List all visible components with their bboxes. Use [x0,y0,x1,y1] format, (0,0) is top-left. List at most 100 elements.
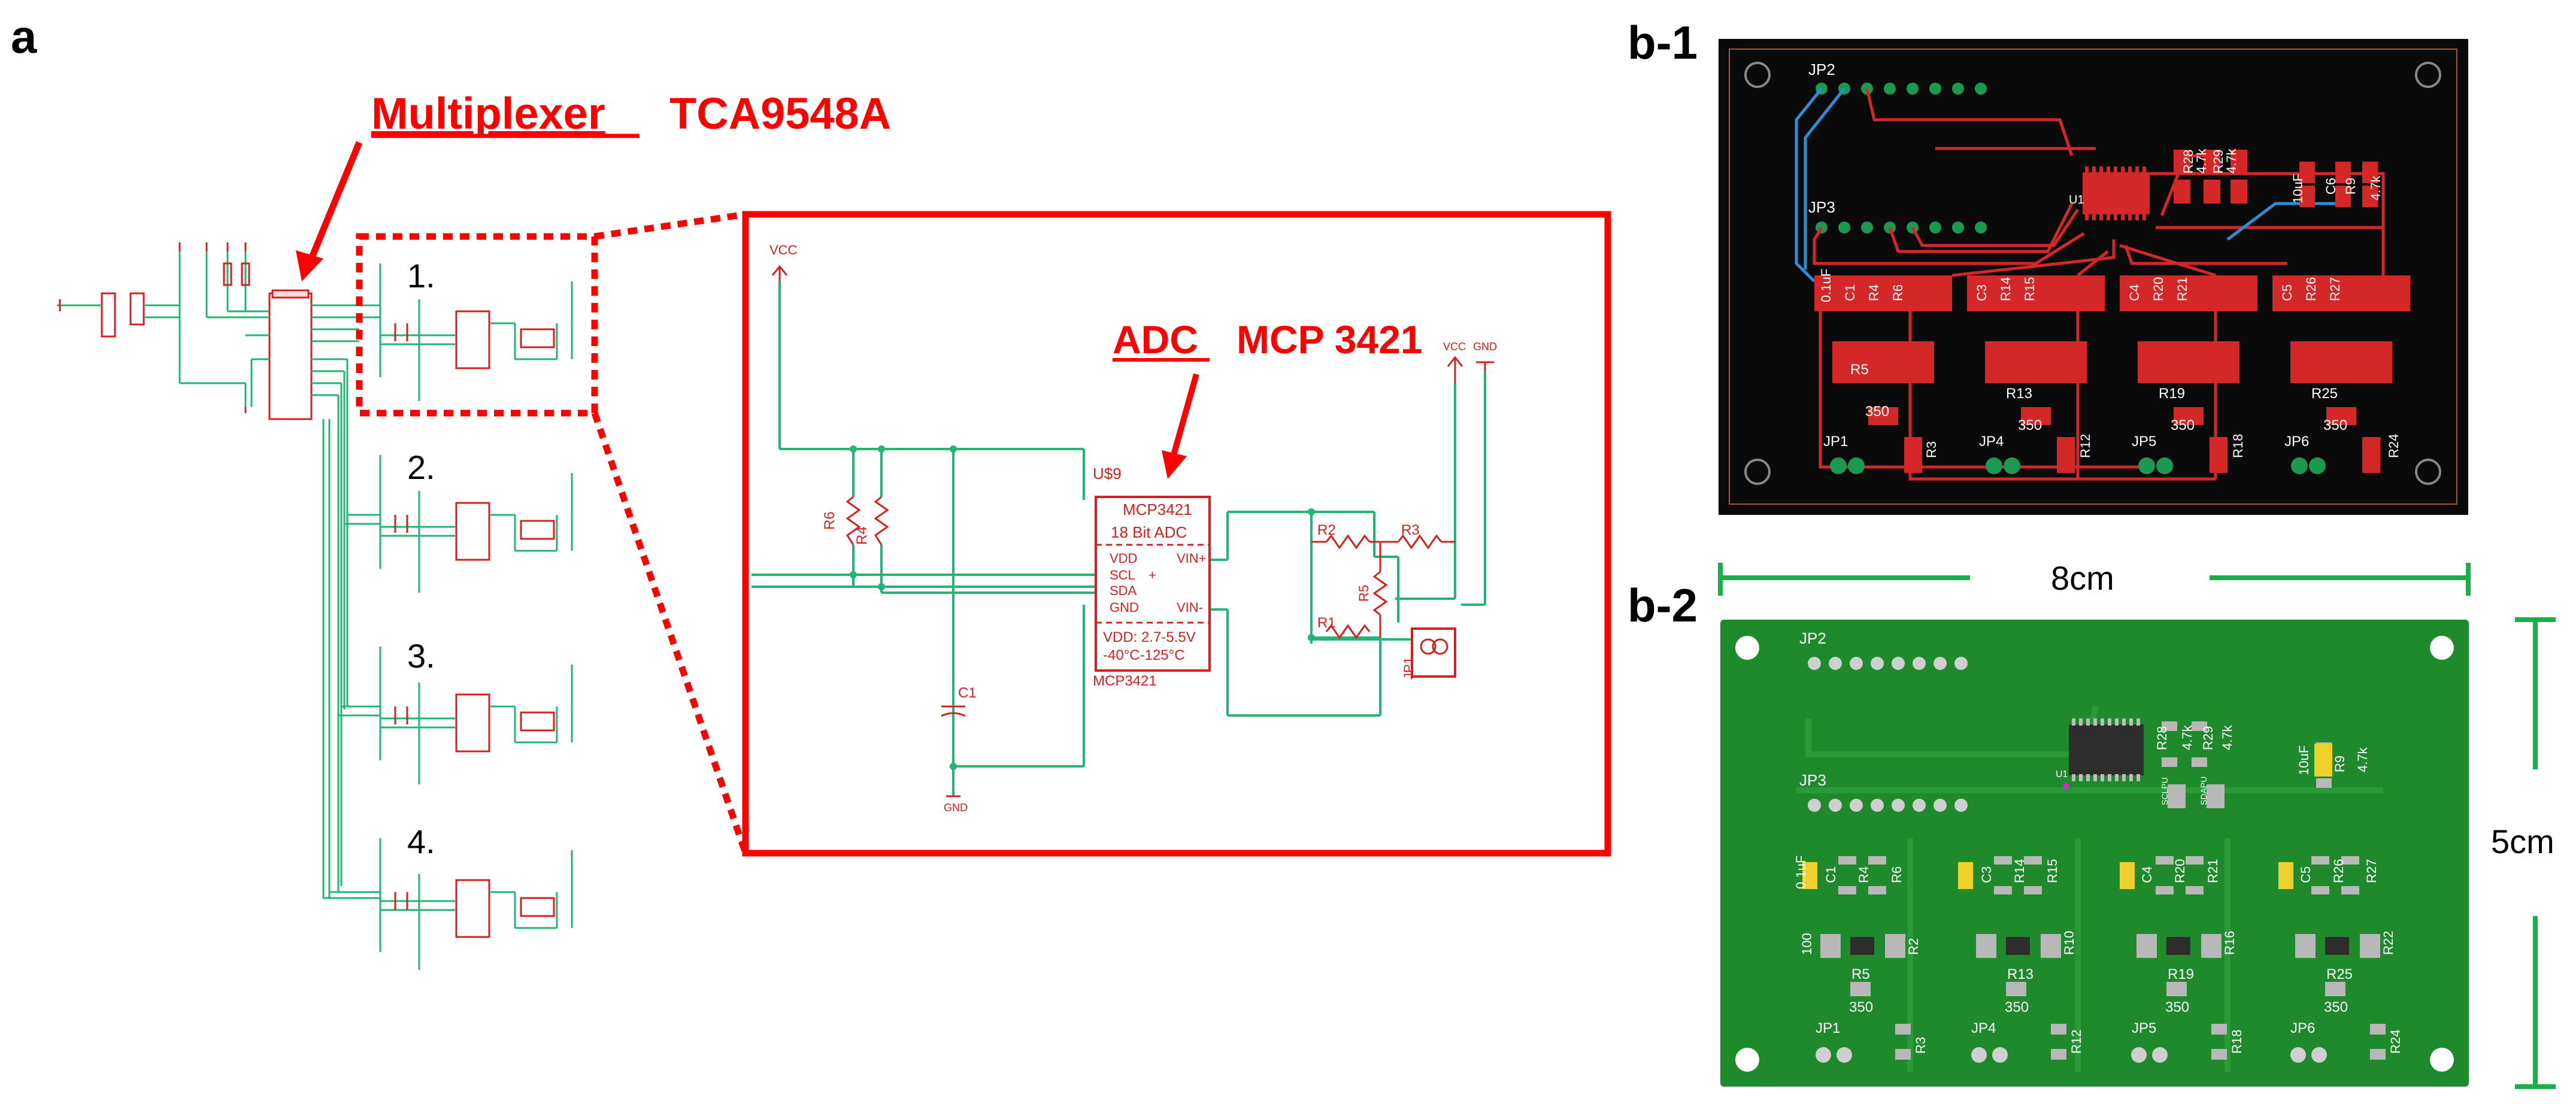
b2-ch2-350: 350 [2005,999,2029,1015]
sch-vcc-left: VCC [769,242,798,257]
b2-ch3-r20: R20 [2172,859,2187,883]
sch-c1: C1 [958,685,977,701]
sch-r2: R2 [1317,522,1336,538]
pcb-top-r9: R9 [2343,178,2358,195]
b2-ch2-r15: R15 [2045,859,2060,883]
pcb2-channel-1-labels: 0.1uF C1 R4 R6 100 R2 R5 350 JP1 R3 [1793,856,1928,1054]
b2-ch4-r27: R27 [2364,859,2379,883]
multiplexer-callout: Multiplexer TCA9548A [296,89,891,281]
panel-label-a: a [11,10,37,63]
b1-ch4-jp: JP6 [2284,433,2309,450]
sch-ic-pin-gnd: GND [1110,600,1139,615]
channel-block-4 [323,838,573,970]
channel-block-1 [359,263,573,401]
b2-ch2-r13: R13 [2007,966,2033,982]
sch-ic-spec2: -40°C-125°C [1103,647,1185,663]
sch-ic-value: MCP3421 [1093,673,1157,689]
b2-ch3-r19: R19 [2168,966,2194,982]
sch-ic-desc: 18 Bit ADC [1111,523,1187,541]
b1-ch1-r4: R4 [1866,284,1881,301]
sch-ic-pin-vdd: VDD [1110,551,1137,566]
adc-callout: ADC MCP 3421 [1113,317,1423,479]
multiplexer-word: Multiplexer [371,89,605,138]
pcb-b1-channel-4-labels: C5 R26 R27 R25 350 JP6 R24 [2280,277,2401,458]
pcb2-c6-val: 10uF [2296,745,2311,775]
pcb2-sclpu: SCLPU [2160,777,2169,805]
adc-arrow-head [1162,450,1187,479]
multiplexer-arrow-head [296,250,323,281]
zoom-line-top [594,211,746,240]
pcb-b1-channel-2-labels: C3 R14 R15 R13 350 JP4 R12 [1974,277,2093,458]
b1-ch1-350: 350 [1865,404,1889,420]
b1-ch3-r20: R20 [2151,277,2166,301]
b2-ch1-100a: 100 [1799,933,1814,955]
b2-ch2-r12: R12 [2069,1030,2084,1054]
sch-r5: R5 [1356,585,1371,602]
b2-ch3-jp: JP5 [2132,1020,2156,1036]
zoom-source-box [356,233,598,417]
pcb-jp3: JP3 [1808,198,1835,216]
b2-ch4-350: 350 [2324,999,2348,1015]
sch-jp1: JP1 [1401,657,1416,680]
adc-part: MCP 3421 [1237,317,1423,362]
pcb2-channel-3-labels: C4 R20 R21 R16 R19 350 JP5 R18 [2132,859,2244,1054]
b1-ch2-jp: JP4 [1979,433,2004,450]
b1-ch2-r12: R12 [2078,434,2093,458]
b2-ch1-350: 350 [1849,999,1873,1015]
b2-ch1-r2: R2 [1906,938,1921,955]
channel-number-2: 2. [407,448,435,486]
b2-ch4-r24: R24 [2388,1030,2403,1054]
pcb-top-c6: C6 [2323,178,2338,195]
b1-ch2-r13: R13 [2006,386,2032,402]
pcb2-r29: R29 [2201,726,2216,750]
b2-ch4-cap: C5 [2298,866,2313,883]
channel-number-1: 1. [407,257,435,295]
sch-ic-pin-sda: SDA [1110,583,1137,598]
b1-ch4-r27: R27 [2328,277,2342,301]
pcb-render: JP2 JP3 U1 R28 4.7k R29 4.7k 10uF R9 4.7… [1720,620,2469,1087]
b1-ch4-cap: C5 [2280,284,2295,301]
panel-label-b2: b-2 [1628,579,1698,632]
sch-jp1-box [1411,627,1456,678]
sch-ic-plus: + [1148,568,1156,583]
b2-ch4-jp: JP6 [2290,1020,2315,1036]
sch-ic-spec1: VDD: 2.7-5.5V [1103,629,1196,645]
channel-block-2 [344,455,573,593]
b1-ch1-r6: R6 [1890,284,1905,301]
pcb2-channel-2-labels: C3 R14 R15 R10 R13 350 JP4 R12 [1971,859,2084,1054]
pcb2-jp2: JP2 [1799,629,1826,647]
b1-ch3-r18: R18 [2230,434,2245,458]
b1-ch2-r15: R15 [2022,277,2037,301]
pcb2-r9-val: 4.7k [2355,747,2370,772]
height-dimension [2515,617,2556,1089]
b1-ch2-350: 350 [2018,417,2042,433]
b1-ch3-r19: R19 [2159,386,2185,402]
b2-ch4-r25: R25 [2326,966,2353,982]
sch-gnd-right: GND [1473,341,1497,353]
b1-ch1-jp: JP1 [1823,433,1848,450]
b2-ch1-r6: R6 [1889,866,1904,883]
b2-ch4-r22: R22 [2381,931,2396,955]
pcb-ic-u1 [2083,172,2150,214]
pcb2-jp3: JP3 [1799,771,1826,789]
pcb-top-c6-val: 10uF [2290,174,2305,204]
b1-ch1-cap: C1 [1842,284,1857,301]
sch-vcc-right: VCC [1443,341,1466,353]
pcb-top-r29-val: 4.7k [2224,148,2239,174]
sch-gnd-bottom: GND [944,802,968,814]
pcb-top-r28-val: 4.7k [2194,148,2209,174]
b2-ch2-r10: R10 [2062,931,2077,955]
overview-schematic [57,242,359,898]
zoomed-schematic: VCC [751,242,1497,814]
adc-ic-body [1095,496,1211,672]
b2-ch1-cap: C1 [1823,866,1838,883]
pcb-layout: JP2 JP3 [1719,39,2468,515]
pcb2-r28-val: 4.7k [2180,724,2195,750]
width-label: 8cm [2051,559,2114,597]
b1-ch1-r3: R3 [1924,441,1939,458]
b2-ch2-jp: JP4 [1971,1020,1996,1036]
b1-ch1-r5: R5 [1850,362,1869,378]
sch-ic-pin-vinp: VIN+ [1177,551,1207,566]
adc-word: ADC [1113,317,1198,362]
